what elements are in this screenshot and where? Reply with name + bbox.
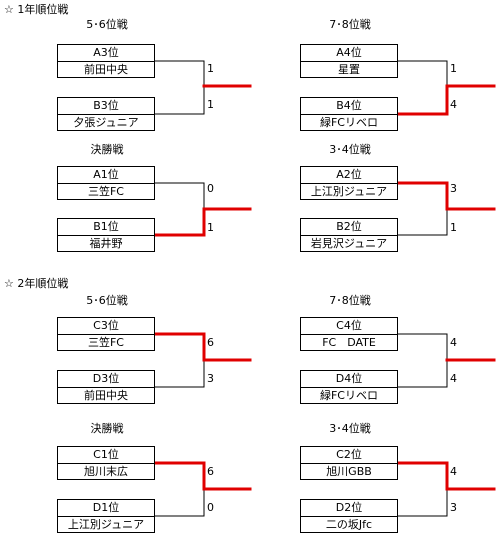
seed-label: B1位 [58,219,154,236]
seed-label: A1位 [58,167,154,184]
team-name: 岩見沢ジュニア [310,237,388,250]
score-bottom: 3 [207,372,214,385]
seed-label: C2位 [301,447,397,464]
team-name: 緑FCリベロ [319,389,378,402]
team-box-bottom: B4位 緑FCリベロ [300,97,398,131]
match-title: 3･4位戦 [329,143,371,156]
match-title: 決勝戦 [90,422,124,435]
team-name: 星置 [338,63,360,76]
score-bottom: 4 [450,372,457,385]
score-top: 6 [207,336,214,349]
seed-label: D3位 [58,371,154,388]
team-box-top: A3位 前田中央 [57,44,155,78]
team-name: 旭川末広 [84,465,128,478]
seed-label: A2位 [301,167,397,184]
team-name: 緑FCリベロ [319,116,378,129]
team-box-top: A4位 星置 [300,44,398,78]
team-name: FC DATE [322,336,376,349]
team-name: 旭川GBB [326,465,372,478]
team-box-bottom: D1位 上江別ジュニア [57,499,155,533]
score-top: 4 [450,465,457,478]
seed-label: C1位 [58,447,154,464]
team-box-top: C4位 FC DATE [300,317,398,351]
team-name: 福井野 [89,237,123,250]
team-box-top: A1位 三笠FC [57,166,155,200]
seed-label: C3位 [58,318,154,335]
seed-label: B4位 [301,98,397,115]
team-name: 上江別ジュニア [310,185,388,198]
seed-label: D1位 [58,500,154,517]
seed-label: C4位 [301,318,397,335]
score-top: 1 [207,62,214,75]
team-box-top: A2位 上江別ジュニア [300,166,398,200]
match-title: 7･8位戦 [329,18,371,31]
team-name: 三笠FC [87,336,124,349]
section-title-2: ☆ 2年順位戦 [4,277,69,290]
score-top: 6 [207,465,214,478]
seed-label: D2位 [301,500,397,517]
seed-label: D4位 [301,371,397,388]
seed-label: B3位 [58,98,154,115]
team-box-bottom: B1位 福井野 [57,218,155,252]
match-title: 5･6位戦 [86,18,128,31]
seed-label: A3位 [58,45,154,62]
score-bottom: 1 [207,221,214,234]
team-box-bottom: B3位 夕張ジュニア [57,97,155,131]
team-name: 夕張ジュニア [73,116,139,129]
team-name: 三笠FC [87,185,124,198]
team-box-bottom: B2位 岩見沢ジュニア [300,218,398,252]
team-box-top: C1位 旭川末広 [57,446,155,480]
score-top: 0 [207,182,214,195]
team-box-bottom: D2位 二の坂Jfc [300,499,398,533]
match-title: 3･4位戦 [329,422,371,435]
section-title-1: ☆ 1年順位戦 [4,3,69,16]
team-name: 上江別ジュニア [67,518,145,531]
team-name: 二の坂Jfc [325,518,373,531]
score-bottom: 0 [207,501,214,514]
team-box-bottom: D4位 緑FCリベロ [300,370,398,404]
match-title: 5･6位戦 [86,294,128,307]
score-bottom: 1 [207,98,214,111]
seed-label: A4位 [301,45,397,62]
team-name: 前田中央 [84,63,128,76]
match-title: 決勝戦 [90,143,124,156]
score-bottom: 1 [450,221,457,234]
score-bottom: 4 [450,98,457,111]
score-top: 4 [450,336,457,349]
team-name: 前田中央 [84,389,128,402]
team-box-bottom: D3位 前田中央 [57,370,155,404]
team-box-top: C3位 三笠FC [57,317,155,351]
score-bottom: 3 [450,501,457,514]
team-box-top: C2位 旭川GBB [300,446,398,480]
seed-label: B2位 [301,219,397,236]
score-top: 1 [450,62,457,75]
match-title: 7･8位戦 [329,294,371,307]
score-top: 3 [450,182,457,195]
